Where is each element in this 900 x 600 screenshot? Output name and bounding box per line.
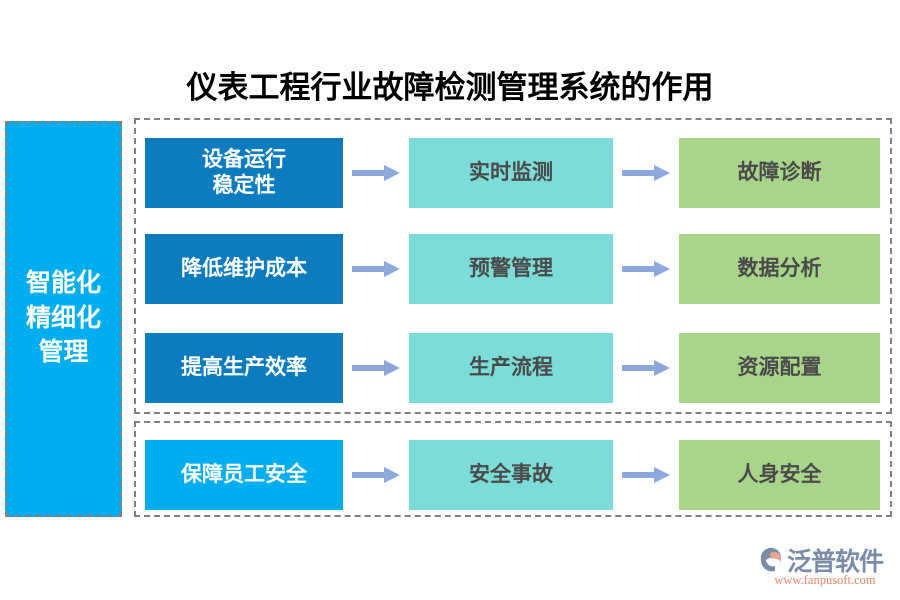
flow-node-process-3[interactable]: 安全事故 xyxy=(409,440,613,510)
page-title: 仪表工程行业故障检测管理系统的作用 xyxy=(186,70,714,105)
arrow-right-icon xyxy=(343,138,409,208)
flow-node-source-2[interactable]: 提高生产效率 xyxy=(145,333,343,403)
flow-row-1: 降低维护成本 预警管理 数据分析 xyxy=(145,234,881,304)
arrow-right-icon xyxy=(343,333,409,403)
flow-node-source-3[interactable]: 保障员工安全 xyxy=(145,440,343,510)
flow-row-2: 提高生产效率 生产流程 资源配置 xyxy=(145,333,881,403)
fanpu-swoosh-icon xyxy=(757,546,785,574)
flow-row-0: 设备运行 稳定性 实时监测 故障诊断 xyxy=(145,138,881,208)
brand-wordmark: 泛普软件 xyxy=(787,549,884,576)
left-banner-line-1: 智能化 xyxy=(25,270,101,298)
flow-node-process-1[interactable]: 预警管理 xyxy=(409,234,613,304)
flow-node-source-0-line-2: 稳定性 xyxy=(212,173,276,197)
flow-node-outcome-3[interactable]: 人身安全 xyxy=(679,440,880,510)
arrow-right-icon xyxy=(613,440,679,510)
arrow-right-icon xyxy=(343,234,409,304)
brand-logo: 泛普软件 www.fanpusoft.com xyxy=(757,546,893,590)
flow-node-source-0-line-1: 设备运行 xyxy=(202,147,286,172)
dashed-group-operational-efficiency xyxy=(134,118,892,414)
left-banner-label: 智能化 精细化 管理 xyxy=(26,267,101,371)
left-banner-line-2: 精细化 xyxy=(25,304,101,332)
flow-node-source-1[interactable]: 降低维护成本 xyxy=(145,234,343,304)
dashed-group-safety xyxy=(134,421,892,517)
flow-node-process-0[interactable]: 实时监测 xyxy=(409,138,613,208)
left-banner-line-3: 管理 xyxy=(38,339,89,367)
arrow-right-icon xyxy=(613,333,679,403)
flow-row-3: 保障员工安全 安全事故 人身安全 xyxy=(145,440,881,510)
arrow-right-icon xyxy=(613,234,679,304)
flow-node-process-2[interactable]: 生产流程 xyxy=(409,333,613,403)
flow-node-outcome-0[interactable]: 故障诊断 xyxy=(679,138,880,208)
flow-node-source-0[interactable]: 设备运行 稳定性 xyxy=(145,138,343,208)
arrow-right-icon xyxy=(613,138,679,208)
brand-url: www.fanpusoft.com xyxy=(774,573,876,587)
arrow-right-icon xyxy=(343,440,409,510)
left-banner-intelligent-management: 智能化 精细化 管理 xyxy=(5,121,122,517)
flow-node-outcome-2[interactable]: 资源配置 xyxy=(679,333,880,403)
flow-node-outcome-1[interactable]: 数据分析 xyxy=(679,234,880,304)
